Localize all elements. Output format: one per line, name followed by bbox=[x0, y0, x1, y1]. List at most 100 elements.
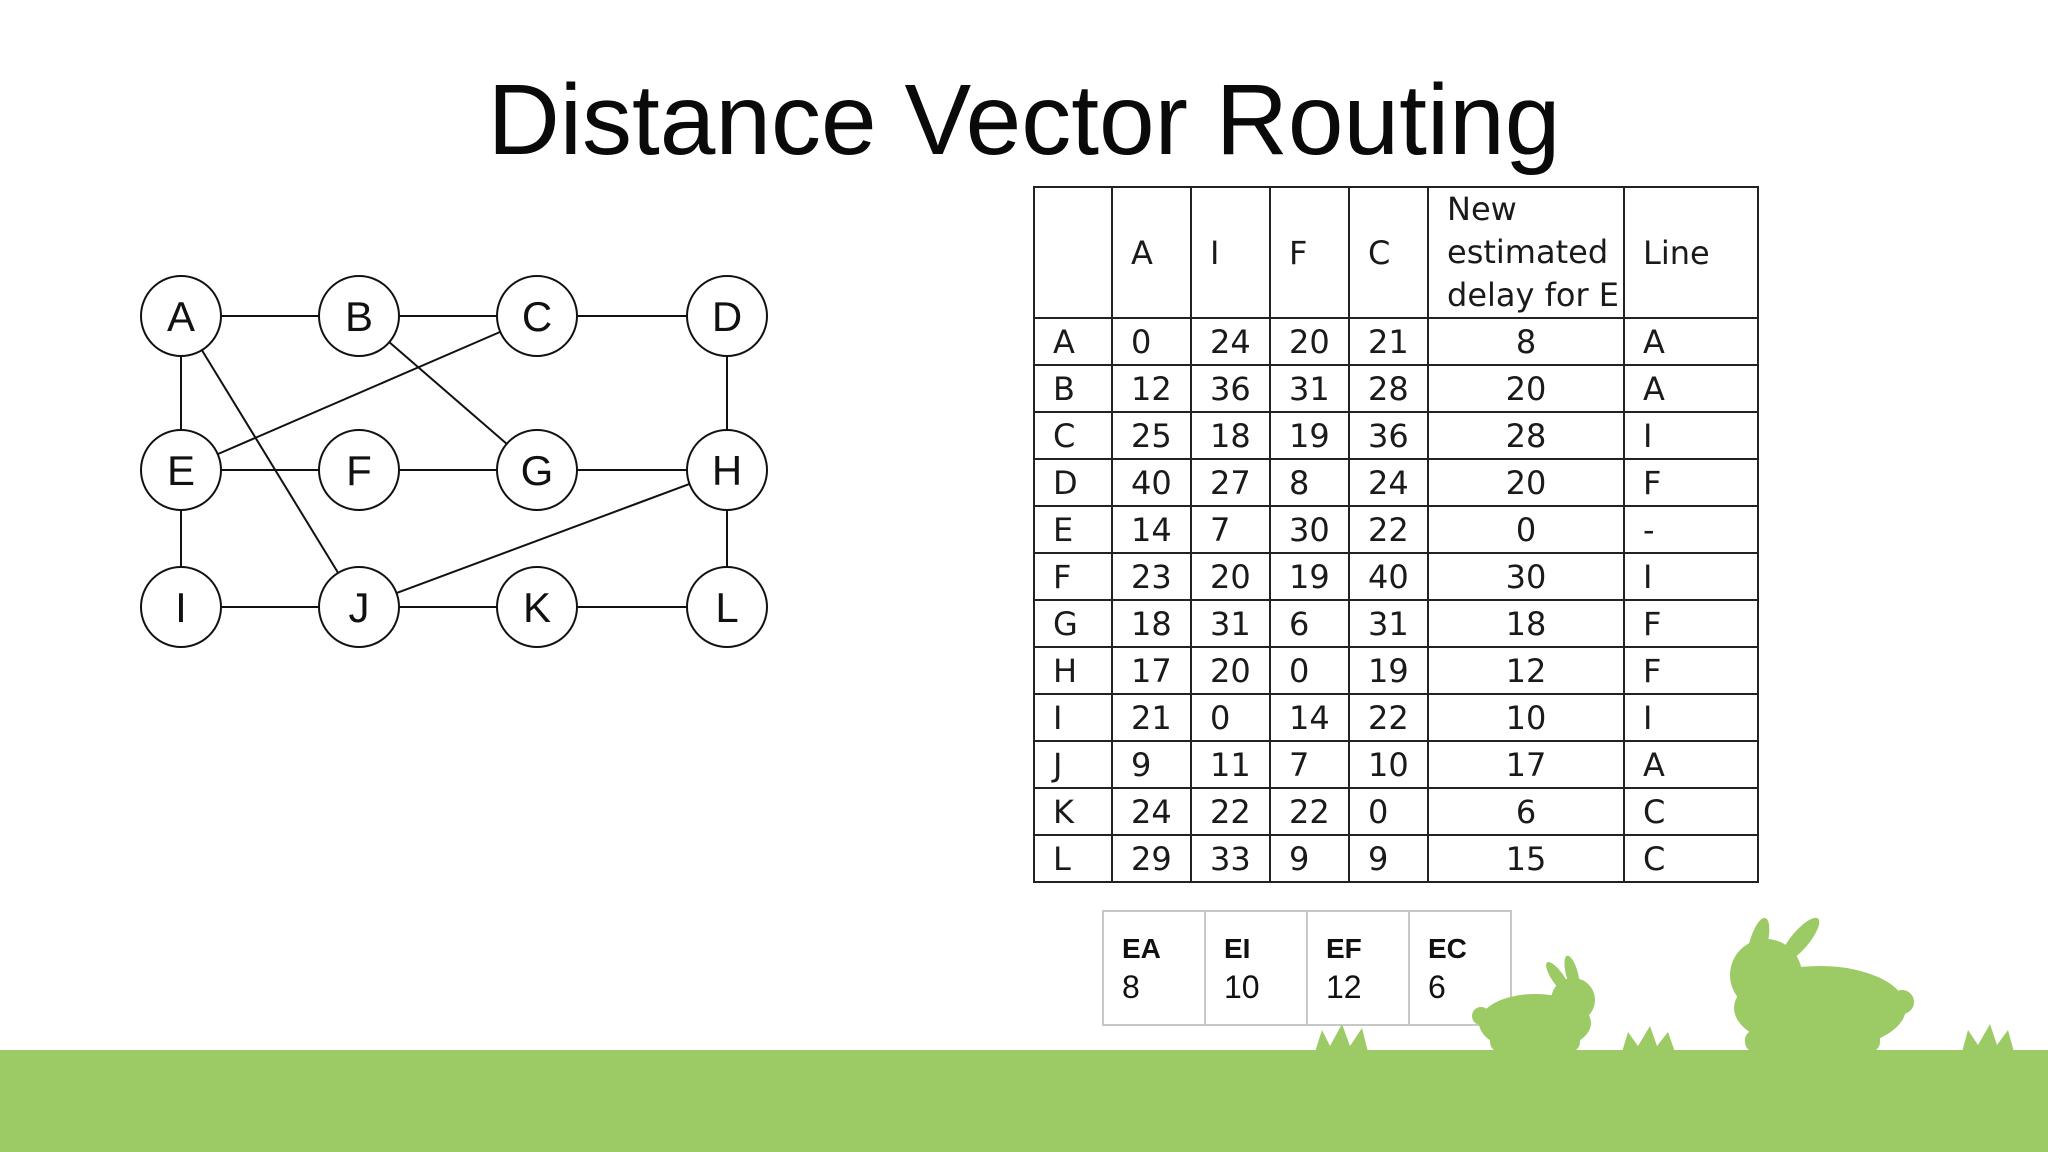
cell-via-i: 7 bbox=[1190, 505, 1271, 554]
grass-tuft-icon bbox=[1962, 1024, 2014, 1052]
cell-via-c: 40 bbox=[1348, 552, 1429, 601]
cell-via-i: 33 bbox=[1190, 834, 1271, 883]
cell-via-a: 18 bbox=[1111, 599, 1192, 648]
node-label-d: D bbox=[712, 293, 742, 340]
header-from-i: I bbox=[1190, 186, 1271, 319]
cell-via-c: 28 bbox=[1348, 364, 1429, 413]
small-bunny-icon bbox=[1472, 955, 1595, 1052]
edge-c-e bbox=[217, 330, 501, 456]
cell-dest: L bbox=[1033, 834, 1113, 883]
cell-via-a: 21 bbox=[1111, 693, 1192, 742]
cell-via-c: 0 bbox=[1348, 787, 1429, 836]
cell-new-delay: 8 bbox=[1427, 317, 1625, 366]
node-e bbox=[140, 429, 222, 511]
cell-via-f: 9 bbox=[1269, 834, 1350, 883]
header-new-delay: New estimated delay for E bbox=[1427, 186, 1625, 319]
cell-via-f: 31 bbox=[1269, 364, 1350, 413]
node-label-h: H bbox=[712, 447, 742, 494]
node-label-f: F bbox=[346, 447, 372, 494]
edge-cost-cell: EA 8 bbox=[1102, 910, 1206, 1026]
cell-line: I bbox=[1623, 552, 1759, 601]
cell-dest: H bbox=[1033, 646, 1113, 695]
cell-via-f: 7 bbox=[1269, 740, 1350, 789]
cell-new-delay: 20 bbox=[1427, 458, 1625, 507]
cell-line: I bbox=[1623, 411, 1759, 460]
edge-cost-cell: EI 10 bbox=[1204, 910, 1308, 1026]
routing-table: A I F C New estimated delay for E Line A… bbox=[1033, 186, 1759, 883]
cell-via-f: 6 bbox=[1269, 599, 1350, 648]
node-label-g: G bbox=[521, 447, 554, 494]
cell-new-delay: 17 bbox=[1427, 740, 1625, 789]
cell-via-c: 9 bbox=[1348, 834, 1429, 883]
cell-line: F bbox=[1623, 458, 1759, 507]
edge-b-g bbox=[388, 341, 508, 445]
cell-via-c: 31 bbox=[1348, 599, 1429, 648]
header-from-f: F bbox=[1269, 186, 1350, 319]
edge-cost-value: 12 bbox=[1326, 969, 1362, 1005]
table-header-row: A I F C New estimated delay for E Line bbox=[1033, 186, 1759, 319]
header-from-c: C bbox=[1348, 186, 1429, 319]
cell-via-i: 24 bbox=[1190, 317, 1271, 366]
cell-via-a: 14 bbox=[1111, 505, 1192, 554]
edge-cost-row: EA 8 EI 10 EF 12 EC 6 bbox=[1102, 910, 1512, 1026]
cell-new-delay: 20 bbox=[1427, 364, 1625, 413]
node-d bbox=[686, 275, 768, 357]
cell-via-i: 27 bbox=[1190, 458, 1271, 507]
cell-via-c: 21 bbox=[1348, 317, 1429, 366]
header-line: Line bbox=[1623, 186, 1759, 319]
cell-via-i: 20 bbox=[1190, 646, 1271, 695]
cell-dest: D bbox=[1033, 458, 1113, 507]
cell-via-a: 29 bbox=[1111, 834, 1192, 883]
edge-cost-label: EA bbox=[1122, 933, 1161, 964]
cell-via-i: 18 bbox=[1190, 411, 1271, 460]
cell-new-delay: 0 bbox=[1427, 505, 1625, 554]
cell-line: F bbox=[1623, 646, 1759, 695]
cell-via-i: 20 bbox=[1190, 552, 1271, 601]
node-h bbox=[686, 429, 768, 511]
node-label-b: B bbox=[345, 293, 373, 340]
node-label-j: J bbox=[349, 584, 370, 631]
header-new-line-1: New bbox=[1447, 190, 1517, 228]
cell-via-f: 22 bbox=[1269, 787, 1350, 836]
cell-dest: G bbox=[1033, 599, 1113, 648]
cell-via-c: 19 bbox=[1348, 646, 1429, 695]
edge-a-j bbox=[201, 349, 339, 574]
big-bunny-icon bbox=[1730, 917, 1914, 1052]
cell-line: A bbox=[1623, 317, 1759, 366]
cell-via-f: 20 bbox=[1269, 317, 1350, 366]
cell-via-i: 22 bbox=[1190, 787, 1271, 836]
header-blank bbox=[1033, 186, 1113, 319]
edge-cost-cell: EC 6 bbox=[1408, 910, 1512, 1026]
cell-dest: E bbox=[1033, 505, 1113, 554]
cell-via-a: 24 bbox=[1111, 787, 1192, 836]
cell-new-delay: 28 bbox=[1427, 411, 1625, 460]
node-label-e: E bbox=[167, 447, 195, 494]
grass-tuft-icon bbox=[1622, 1026, 1675, 1052]
node-label-a: A bbox=[167, 293, 195, 340]
cell-line: I bbox=[1623, 693, 1759, 742]
cell-dest: I bbox=[1033, 693, 1113, 742]
cell-via-a: 23 bbox=[1111, 552, 1192, 601]
cell-via-c: 24 bbox=[1348, 458, 1429, 507]
cell-dest: K bbox=[1033, 787, 1113, 836]
cell-line: F bbox=[1623, 599, 1759, 648]
cell-dest: F bbox=[1033, 552, 1113, 601]
edge-cost-label: EF bbox=[1326, 933, 1362, 964]
cell-line: C bbox=[1623, 834, 1759, 883]
edge-cost-value: 6 bbox=[1428, 969, 1446, 1005]
grass-ground bbox=[0, 1050, 2048, 1152]
cell-new-delay: 15 bbox=[1427, 834, 1625, 883]
cell-dest: A bbox=[1033, 317, 1113, 366]
cell-via-a: 17 bbox=[1111, 646, 1192, 695]
